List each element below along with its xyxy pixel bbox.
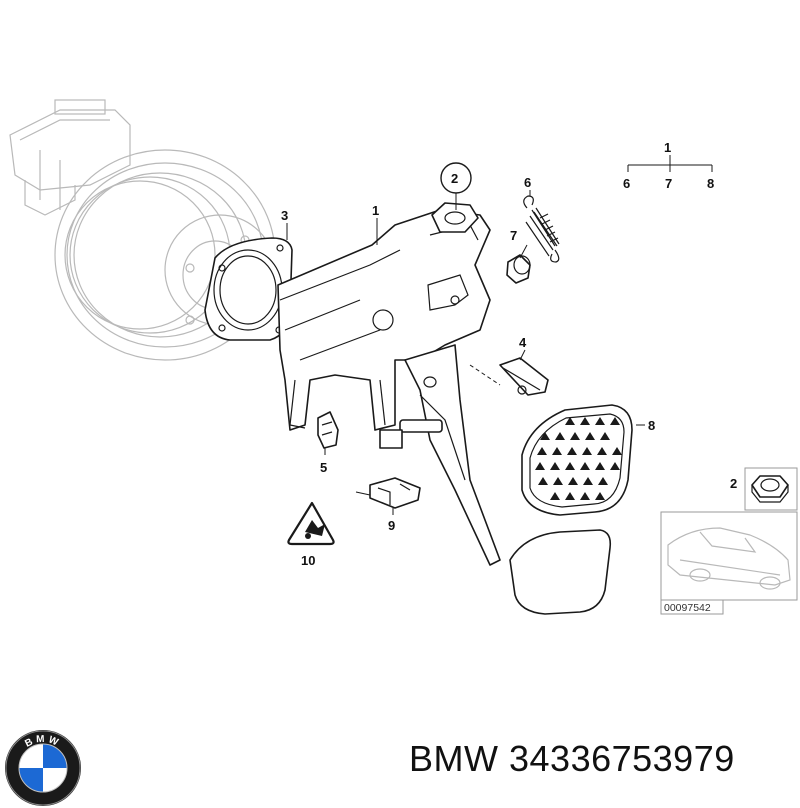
- pin-part-4: [469, 357, 549, 396]
- callout-6: 6: [524, 175, 531, 190]
- bmw-logo-icon: BMW: [5, 730, 81, 806]
- logo-letters: BMW: [23, 734, 59, 750]
- inset-nut-label: 2: [730, 476, 737, 491]
- part-caption: BMW 34336753979: [409, 738, 735, 780]
- legend-child-label: 6: [623, 176, 630, 191]
- brand-name: BMW: [409, 738, 499, 779]
- legend-tree: 1 6 7 8: [623, 140, 714, 191]
- callout-7: 7: [510, 228, 517, 243]
- switch-part-9: [355, 477, 421, 509]
- pad-texture: [535, 417, 622, 500]
- svg-text:BMW: BMW: [23, 734, 62, 750]
- callout-8: 8: [648, 418, 655, 433]
- leader-lines: [286, 190, 645, 515]
- inset-image-code: 00097542: [664, 602, 711, 614]
- legend-child-label: 7: [665, 176, 672, 191]
- warning-label-part-10: [287, 501, 335, 546]
- pedal-pad-part-8: [521, 404, 633, 516]
- nut-part-2: [431, 162, 479, 233]
- spring-part-6: [523, 195, 560, 263]
- callout-5: 5: [320, 460, 327, 475]
- callout-numbers: 1 2 3 6 7 4 8 5 9 10: [281, 171, 655, 568]
- part-number: 34336753979: [509, 738, 735, 779]
- inset-car-thumbnail: 00097542: [660, 511, 798, 615]
- callout-10: 10: [301, 553, 315, 568]
- legend-child-label: 8: [707, 176, 714, 191]
- legend-root-label: 1: [664, 140, 671, 155]
- brake-pedal: [379, 344, 612, 615]
- callout-2: 2: [451, 171, 458, 186]
- callout-1: 1: [372, 203, 379, 218]
- callout-9: 9: [388, 518, 395, 533]
- callout-4: 4: [519, 335, 527, 350]
- clip-part-5: [317, 411, 339, 449]
- inset-nut-box: 2: [730, 467, 798, 511]
- callout-3: 3: [281, 208, 288, 223]
- bush-part-7: [506, 254, 531, 284]
